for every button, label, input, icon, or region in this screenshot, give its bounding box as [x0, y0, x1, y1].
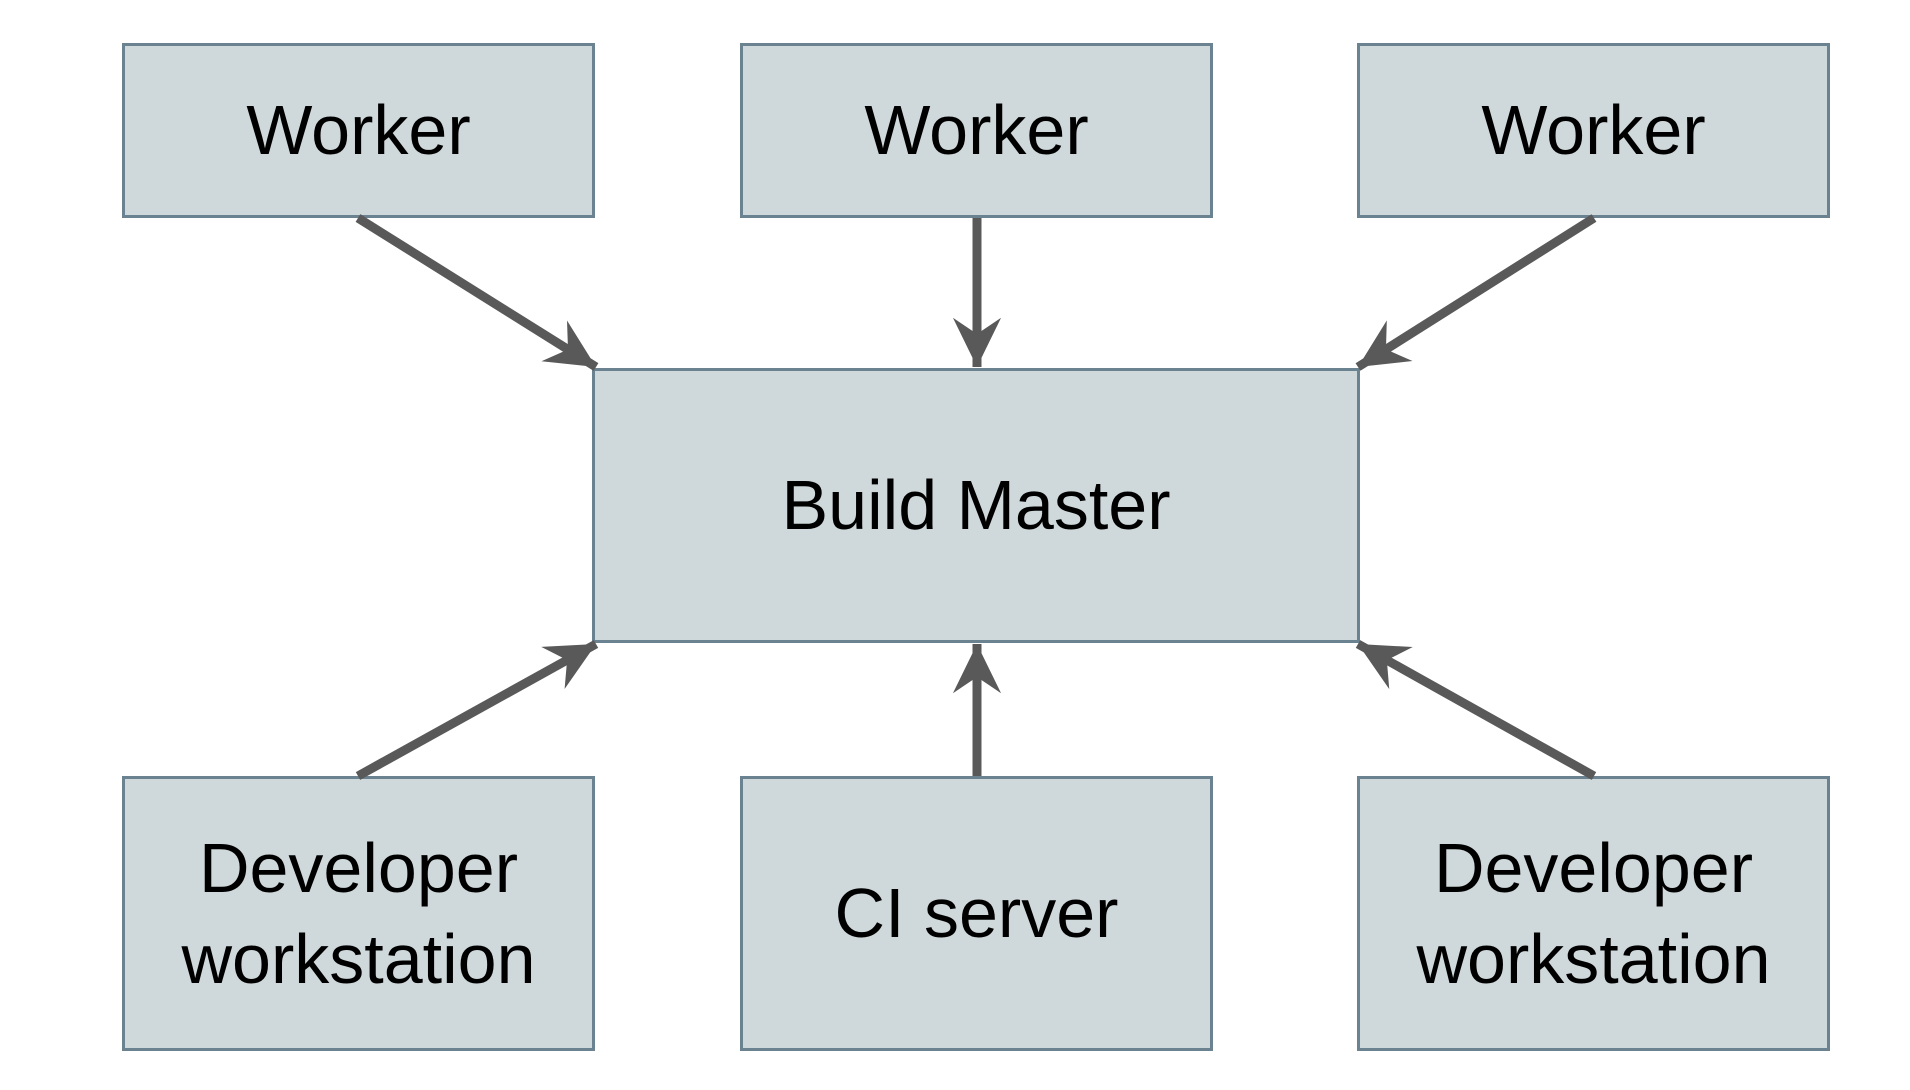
node-worker-top-center-label: Worker: [864, 91, 1089, 169]
node-developer-workstation-left: Developer workstation: [122, 776, 595, 1051]
edge-devleft-to-buildmaster: [355, 640, 599, 780]
edge-worker1-to-buildmaster: [355, 214, 599, 371]
node-developer-workstation-left-label: Developer workstation: [181, 828, 536, 998]
node-worker-top-right: Worker: [1357, 43, 1830, 218]
edge-devright-to-buildmaster: [1355, 640, 1597, 780]
node-ci-server: CI server: [740, 776, 1213, 1051]
node-build-master: Build Master: [592, 368, 1360, 643]
node-ci-server-label: CI server: [834, 874, 1119, 952]
node-build-master-label: Build Master: [781, 466, 1171, 544]
node-worker-top-left-label: Worker: [246, 91, 471, 169]
node-worker-top-center: Worker: [740, 43, 1213, 218]
node-worker-top-right-label: Worker: [1481, 91, 1706, 169]
node-developer-workstation-right: Developer workstation: [1357, 776, 1830, 1051]
node-worker-top-left: Worker: [122, 43, 595, 218]
edge-worker3-to-buildmaster: [1355, 214, 1597, 371]
node-developer-workstation-right-label: Developer workstation: [1416, 828, 1771, 998]
